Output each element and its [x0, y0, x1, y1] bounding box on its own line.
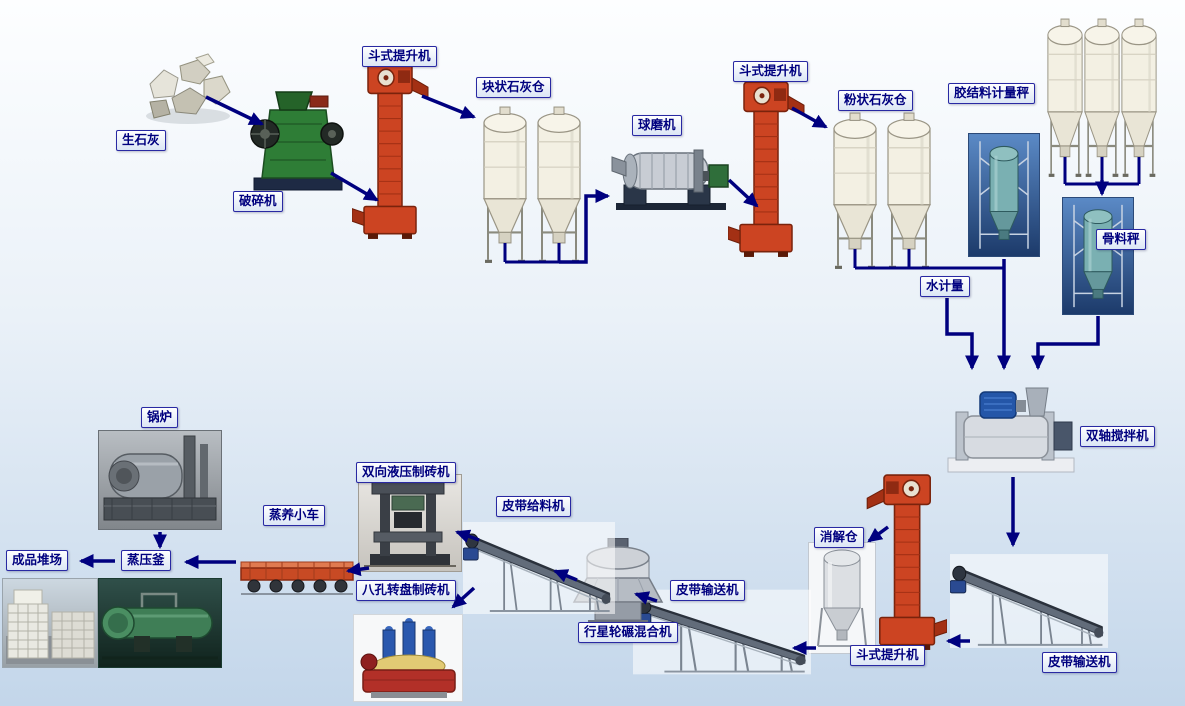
- aggregate-scale-photo: [1062, 197, 1134, 315]
- quicklime-rocks-illustration: [138, 50, 238, 128]
- twin-shaft-mixer-illustration: [946, 382, 1076, 476]
- bucket-elevator-2-illustration: [728, 80, 808, 258]
- ball-mill-illustration: [610, 133, 732, 213]
- label-hydraulic-press: 双向液压制砖机: [356, 462, 456, 483]
- label-belt-conveyor-right: 皮带输送机: [1042, 652, 1117, 673]
- label-bucket-elevator-1: 斗式提升机: [362, 46, 437, 67]
- lump-lime-silos-illustration: [478, 106, 586, 264]
- label-belt-feeder: 皮带给料机: [496, 496, 571, 517]
- binder-scale-photo: [968, 133, 1040, 257]
- label-aggregate-scale: 骨料秤: [1096, 229, 1146, 250]
- powder-lime-silos-illustration: [828, 112, 936, 270]
- label-binder-scale: 胶结料计量秤: [948, 83, 1036, 104]
- jaw-crusher-illustration: [250, 80, 346, 194]
- belt-conveyor-right-illustration: [950, 550, 1108, 652]
- label-bucket-elevator-3: 斗式提升机: [850, 645, 925, 666]
- hydraulic-press-photo: [358, 474, 462, 572]
- label-water-meter: 水计量: [920, 276, 970, 297]
- boiler-photo: [98, 430, 222, 530]
- belt-feeder-illustration: [463, 518, 615, 618]
- autoclave-photo: [98, 578, 222, 668]
- label-bucket-elevator-2: 斗式提升机: [733, 61, 808, 82]
- label-digestion-silo: 消解仓: [814, 527, 864, 548]
- label-planetary-mixer: 行星轮碾混合机: [578, 622, 678, 643]
- digestion-silo-photo: [808, 542, 876, 654]
- label-quicklime: 生石灰: [116, 130, 166, 151]
- label-crusher: 破碎机: [233, 191, 283, 212]
- label-rotary-press: 八孔转盘制砖机: [356, 580, 456, 601]
- label-curing-trolley: 蒸养小车: [263, 505, 326, 526]
- label-twin-shaft-mixer: 双轴搅拌机: [1080, 426, 1155, 447]
- label-powder-lime-silo: 粉状石灰仓: [838, 90, 913, 111]
- label-lump-lime-silo: 块状石灰仓: [476, 77, 551, 98]
- label-autoclave: 蒸压釜: [121, 550, 171, 571]
- bucket-elevator-1-illustration: [352, 62, 432, 240]
- label-belt-conveyor-mid: 皮带输送机: [670, 580, 745, 601]
- rotary-press-photo: [353, 614, 463, 702]
- label-product-yard: 成品堆场: [6, 550, 69, 571]
- label-ball-mill: 球磨机: [632, 115, 682, 136]
- curing-trolley-illustration: [238, 548, 356, 606]
- label-boiler: 锅炉: [141, 407, 179, 428]
- product-yard-photo: [2, 578, 98, 668]
- aggregate-silos-illustration: [1043, 18, 1161, 182]
